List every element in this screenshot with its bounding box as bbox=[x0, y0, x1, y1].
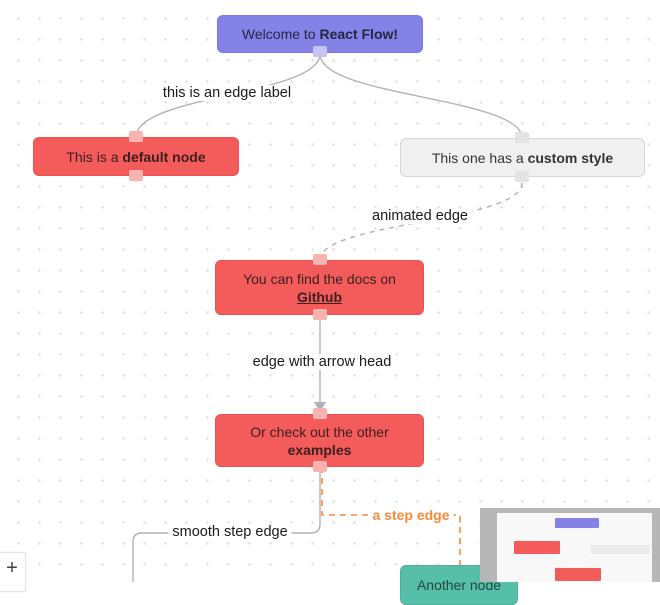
plus-icon: + bbox=[6, 557, 18, 579]
node-default-label: This is a default node bbox=[66, 148, 206, 165]
github-link[interactable]: Github bbox=[296, 288, 343, 305]
handle-custom-top[interactable] bbox=[515, 132, 529, 143]
handle-examples-bottom[interactable] bbox=[313, 461, 327, 472]
flow-controls: + bbox=[0, 552, 26, 592]
node-custom-label: This one has a custom style bbox=[431, 149, 614, 166]
edge-label-step: a step edge bbox=[368, 507, 454, 523]
handle-welcome-bottom[interactable] bbox=[313, 46, 327, 57]
edge-step[interactable] bbox=[321, 467, 461, 565]
edge-label-arrow: edge with arrow head bbox=[248, 354, 396, 370]
node-welcome-label: Welcome to React Flow! bbox=[241, 26, 399, 42]
handle-docs-bottom[interactable] bbox=[313, 309, 327, 320]
zoom-in-button[interactable]: + bbox=[0, 552, 26, 592]
handle-custom-bottom[interactable] bbox=[515, 171, 529, 182]
handle-docs-top[interactable] bbox=[313, 254, 327, 265]
edge-welcome-to-custom[interactable] bbox=[319, 53, 523, 139]
edge-label-default: this is an edge label bbox=[158, 85, 296, 101]
node-examples-label: Or check out the other examples bbox=[250, 423, 389, 458]
minimap[interactable] bbox=[480, 508, 660, 582]
node-docs-label: You can find the docs on Github bbox=[243, 270, 396, 305]
minimap-node-default bbox=[514, 541, 560, 554]
edge-label-animated: animated edge bbox=[368, 208, 472, 224]
handle-default-bottom[interactable] bbox=[129, 170, 143, 181]
handle-default-top[interactable] bbox=[129, 131, 143, 142]
minimap-node-docs bbox=[555, 568, 601, 581]
minimap-node-custom bbox=[591, 545, 650, 554]
node-docs[interactable]: You can find the docs on Github bbox=[215, 260, 424, 315]
minimap-node-welcome bbox=[555, 518, 599, 528]
edge-label-smooth-step: smooth step edge bbox=[168, 524, 292, 540]
handle-examples-top[interactable] bbox=[313, 408, 327, 419]
node-examples[interactable]: Or check out the other examples bbox=[215, 414, 424, 467]
